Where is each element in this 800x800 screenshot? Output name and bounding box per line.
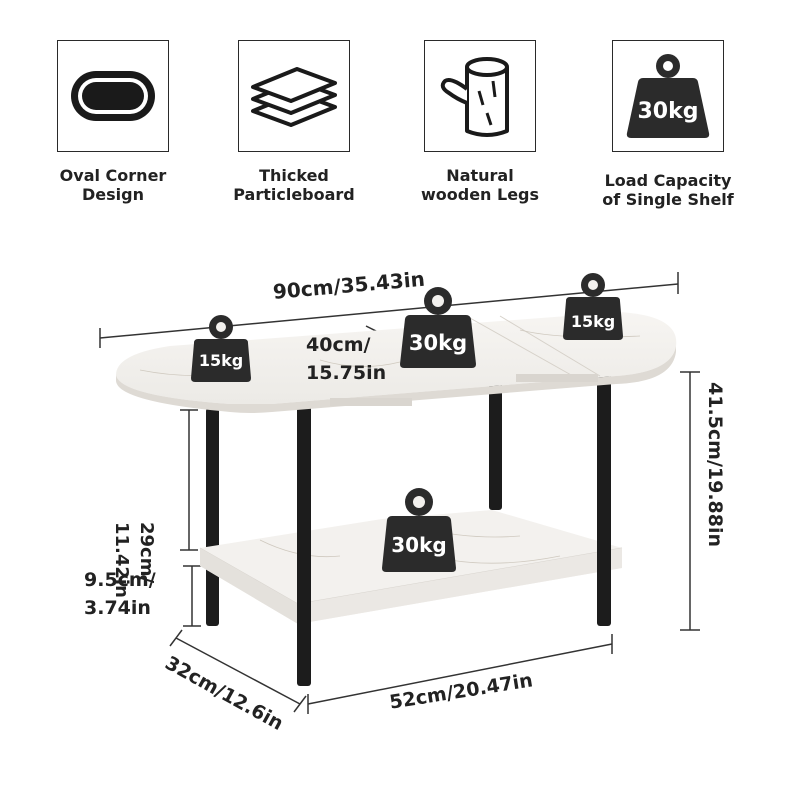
dimension-leg-clearance-in: 3.74in [84, 597, 151, 619]
table-legs-front [297, 368, 611, 686]
feature-label: Oval Corner Design [59, 166, 167, 204]
dimension-leg-clearance-cm: 9.5cm/ [84, 569, 156, 591]
feature-label: Thicked Particleboard [233, 166, 355, 204]
wood-log-icon [424, 40, 536, 152]
weight-right-label: 15kg [571, 312, 615, 331]
weight-badge: 30kg [638, 99, 699, 124]
weight-center-label: 30kg [409, 331, 467, 355]
weight-left-label: 15kg [199, 351, 243, 370]
feature-label: Load Capacity of Single Shelf [602, 171, 734, 209]
weight-left: 15kg [191, 315, 251, 382]
feature-label: Natural wooden Legs [420, 166, 540, 204]
dimension-depth-cm: 40cm/ [306, 334, 371, 356]
weight-right: 15kg [563, 273, 623, 340]
weight-icon: 30kg [612, 40, 724, 152]
tabletop [116, 312, 677, 413]
stacked-boards-icon [238, 40, 350, 152]
oval-icon [57, 40, 169, 152]
weight-lower: 30kg [382, 488, 456, 572]
weight-center: 30kg [400, 287, 476, 368]
dimension-total-height: 41.5cm/19.88in [704, 382, 726, 548]
dimension-depth-in: 15.75in [306, 362, 387, 384]
weight-lower-label: 30kg [391, 533, 446, 557]
